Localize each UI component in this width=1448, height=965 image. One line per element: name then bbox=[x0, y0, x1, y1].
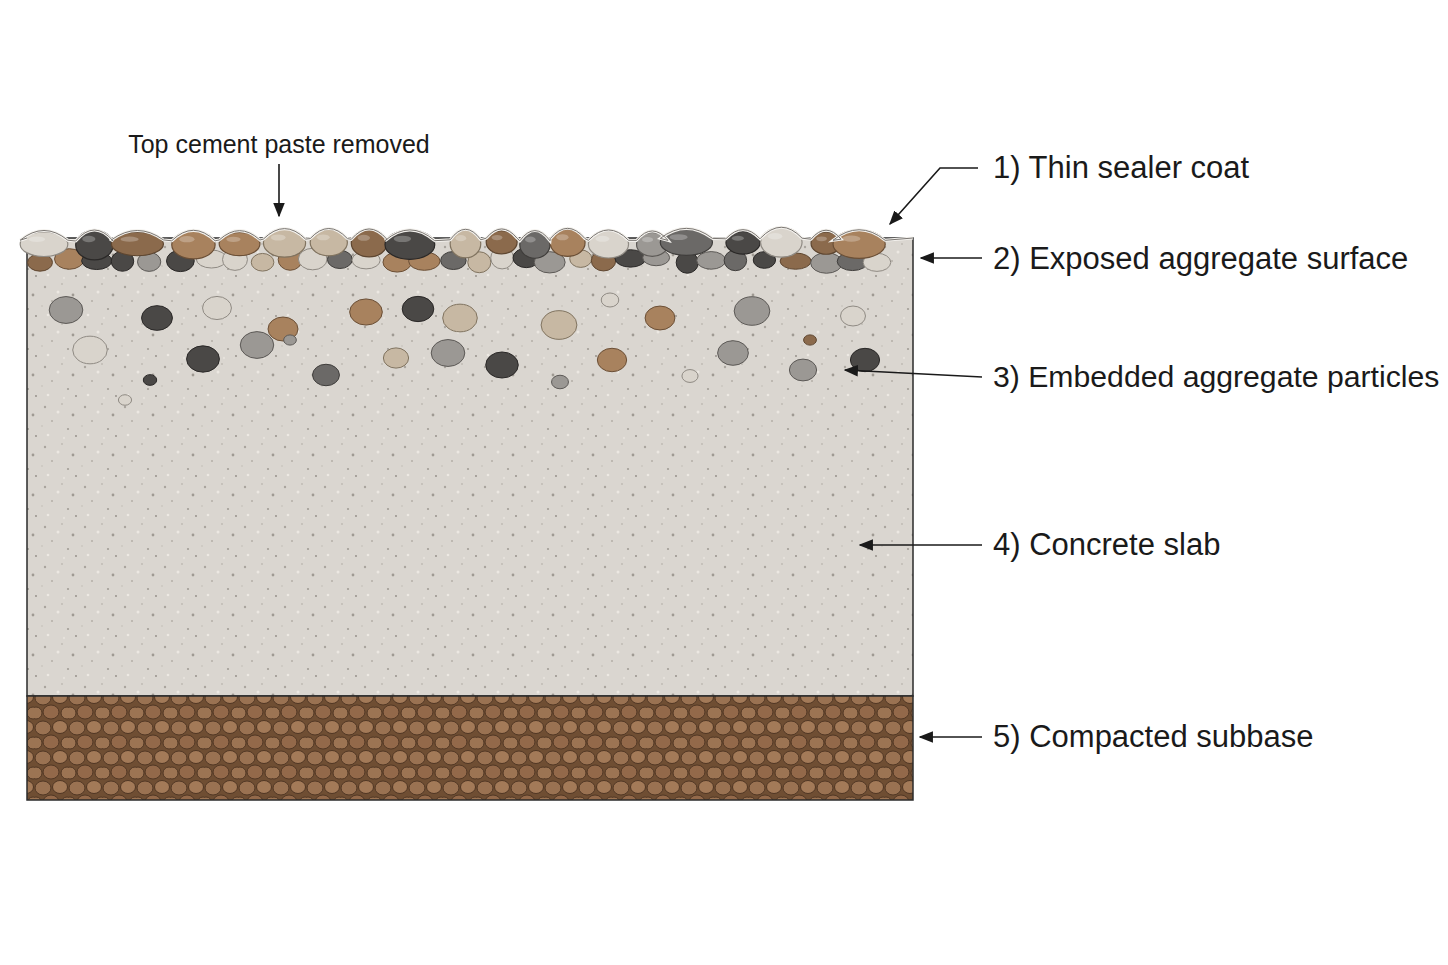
aggregate-particle bbox=[284, 335, 297, 345]
aggregate-particle bbox=[601, 293, 619, 307]
pebble-highlight bbox=[595, 236, 609, 242]
pebble-highlight bbox=[768, 233, 783, 240]
pebble-highlight bbox=[842, 236, 860, 242]
pebble-highlight bbox=[732, 236, 744, 241]
sealer-coat-edge bbox=[20, 227, 913, 241]
pebble-highlight bbox=[120, 237, 138, 242]
callout-label: 4) Concrete slab bbox=[993, 528, 1220, 562]
pebble-highlight bbox=[358, 235, 370, 241]
pebble bbox=[251, 253, 274, 271]
concrete-slab bbox=[27, 238, 913, 696]
aggregate-particle bbox=[552, 375, 569, 389]
embedded-aggregate bbox=[49, 293, 879, 405]
pebble-highlight bbox=[456, 235, 467, 241]
callout-label: 1) Thin sealer coat bbox=[993, 151, 1249, 185]
pebble-highlight bbox=[492, 235, 503, 240]
callout-label: 5) Compacted subbase bbox=[993, 720, 1314, 754]
pebble-highlight bbox=[556, 234, 568, 240]
callout-label: 2) Exposed aggregate surface bbox=[993, 242, 1408, 276]
aggregate-particle bbox=[597, 348, 626, 371]
pebble-highlight bbox=[271, 234, 286, 240]
callout-note: Top cement paste removed bbox=[128, 131, 430, 159]
aggregate-particle bbox=[313, 364, 340, 385]
sealer-coat bbox=[20, 227, 913, 241]
aggregate-particle bbox=[73, 336, 108, 364]
aggregate-particle bbox=[682, 370, 698, 383]
pebble-highlight bbox=[317, 234, 330, 240]
aggregate-particle bbox=[240, 332, 273, 359]
aggregate-particle bbox=[789, 359, 816, 381]
aggregate-particle bbox=[804, 335, 817, 345]
pebble-highlight bbox=[29, 237, 46, 242]
aggregate-particle bbox=[350, 299, 383, 325]
aggregate-particle bbox=[850, 348, 879, 371]
aggregate-particle bbox=[142, 306, 173, 331]
aggregate-particle bbox=[118, 395, 131, 406]
compacted-subbase bbox=[27, 696, 913, 800]
aggregate-particle bbox=[486, 352, 519, 378]
pebble bbox=[697, 252, 726, 270]
pebble-highlight bbox=[82, 236, 95, 243]
pebble-highlight bbox=[179, 236, 194, 242]
aggregate-particle bbox=[734, 297, 770, 326]
pebble-highlight bbox=[816, 236, 827, 241]
pebble-highlight bbox=[394, 236, 411, 242]
aggregate-particle bbox=[383, 348, 408, 368]
pebble-highlight bbox=[642, 237, 653, 242]
aggregate-particle bbox=[718, 341, 749, 366]
pebble-highlight bbox=[669, 234, 687, 240]
aggregate-particle bbox=[541, 311, 577, 340]
aggregate-particle bbox=[49, 297, 83, 324]
pebble-highlight bbox=[525, 237, 536, 243]
aggregate-particle bbox=[841, 306, 866, 326]
aggregate-particle bbox=[187, 346, 220, 372]
aggregate-particle bbox=[645, 306, 675, 330]
aggregate-particle bbox=[203, 296, 232, 319]
pebble-highlight bbox=[226, 237, 240, 242]
leader-lines bbox=[279, 164, 982, 737]
aggregate-particle bbox=[443, 304, 478, 332]
aggregate-particle bbox=[402, 296, 434, 321]
aggregate-particle bbox=[431, 340, 465, 367]
callout-label: 3) Embedded aggregate particles bbox=[993, 360, 1439, 393]
aggregate-particle bbox=[143, 375, 156, 386]
